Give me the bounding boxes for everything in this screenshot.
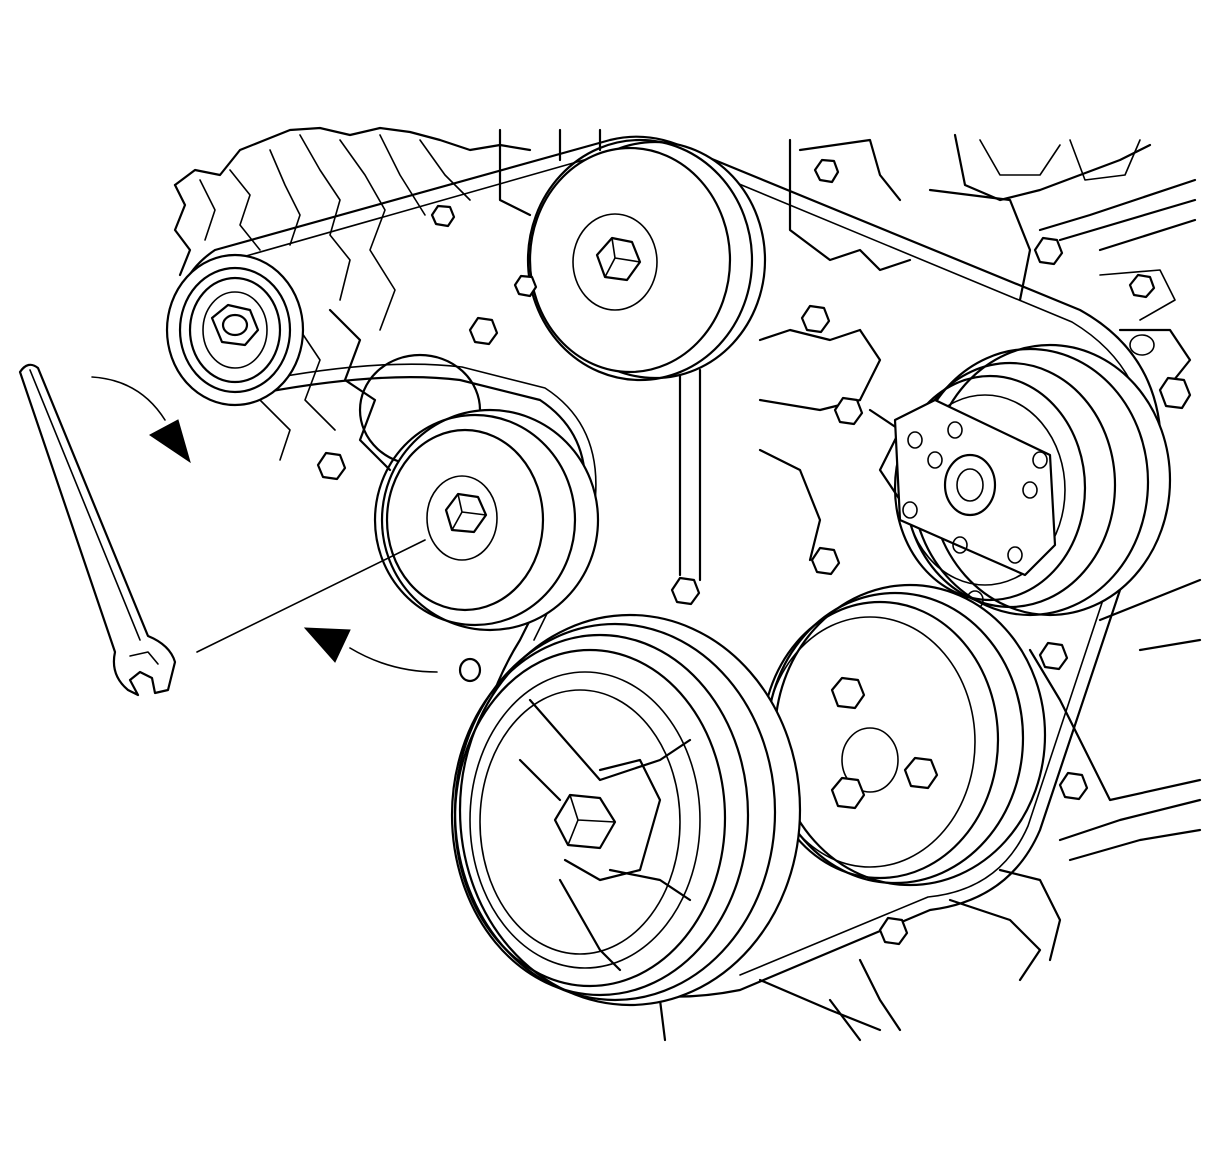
ps-bolt-icon-2 <box>903 756 939 790</box>
ac-compressor-pulley <box>893 343 1172 617</box>
bolt-icon <box>1038 641 1069 671</box>
bolt-icon <box>1058 771 1089 801</box>
bolt-icon <box>810 546 841 576</box>
generator-nut-icon <box>210 303 260 347</box>
ps-bolt-icon-3 <box>830 776 866 810</box>
upper-idler-pulley <box>526 138 767 382</box>
bolt-icon <box>468 316 499 346</box>
bolt-icon <box>513 274 538 298</box>
bolt-icon <box>458 657 482 683</box>
rotate-arrow-counterclockwise <box>303 627 438 673</box>
bolt-icon <box>1158 376 1192 410</box>
bolt-icon <box>833 396 864 426</box>
ps-bolt-icon-1 <box>830 676 866 710</box>
bolt-icon <box>430 204 456 228</box>
compressor-clutch-plate <box>893 398 1057 577</box>
bolt-icon <box>1033 236 1064 266</box>
bolt-icon <box>316 451 347 481</box>
bolt-icon <box>800 304 831 334</box>
bolt-icon <box>670 576 701 606</box>
bolt-icon <box>813 158 840 184</box>
wrench-icon <box>18 363 177 697</box>
generator-pulley <box>165 253 305 407</box>
crankshaft-balancer <box>450 613 802 1007</box>
bolt-icon <box>878 916 909 946</box>
rotate-arrow-clockwise <box>91 376 191 464</box>
tensioner-leader-line <box>196 539 426 653</box>
bolt-icon <box>1128 273 1156 299</box>
power-steering-pulley <box>760 583 1047 887</box>
engine-block <box>173 126 1202 1042</box>
belt-tensioner-pulley <box>358 353 600 632</box>
block-bolts <box>316 158 1192 946</box>
